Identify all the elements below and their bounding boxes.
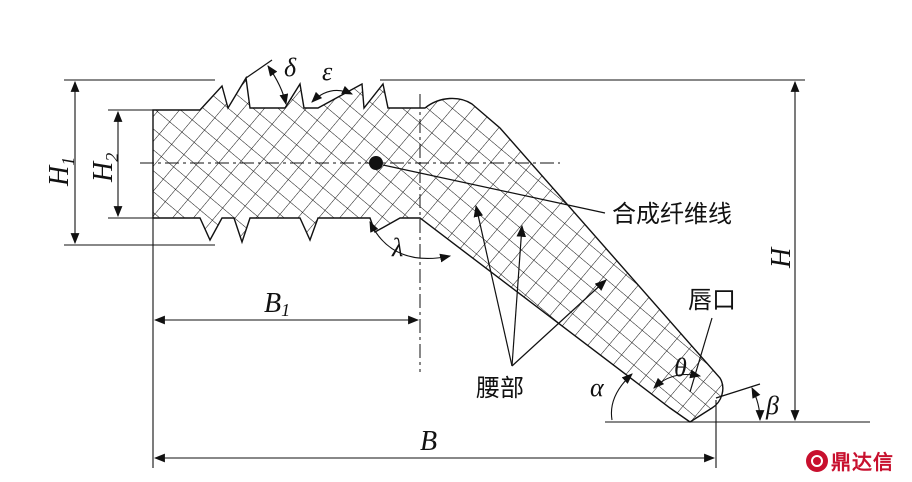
alpha-arc [610,373,633,421]
epsilon-label: ε [322,57,333,86]
seal-body [152,75,724,423]
watermark-text: 鼎达信 [831,450,894,474]
waist-leader-3 [511,279,607,367]
beta-ref-line [715,383,761,399]
waist-label: 腰部 [476,374,524,402]
theta-label: θ [674,353,687,382]
beta-label: β [765,391,779,420]
h2-label: H2 [88,153,122,183]
waist-leader-2 [511,224,527,367]
fiber-line-label: 合成纤维线 [612,200,732,228]
fiber-line-dot [369,156,383,170]
delta-ref-line [245,59,273,79]
theta-arc [653,369,702,389]
b-label: B [420,426,437,457]
delta-label: δ [284,53,297,82]
fiber-leader-line [382,164,606,214]
watermark-logo-icon [806,449,828,472]
lambda-arc [369,221,452,263]
lip-label: 唇口 [688,286,736,314]
epsilon-arc [311,85,354,103]
beta-arc [751,387,765,422]
b1-label: B1 [264,288,290,320]
delta-arc [267,65,289,106]
lambda-label: λ [391,233,403,262]
alpha-label: α [590,373,605,402]
watermark: 鼎达信 [806,446,894,475]
h1-label: H1 [44,157,78,187]
waist-leader-1 [473,204,513,367]
h-label: H [766,246,797,269]
